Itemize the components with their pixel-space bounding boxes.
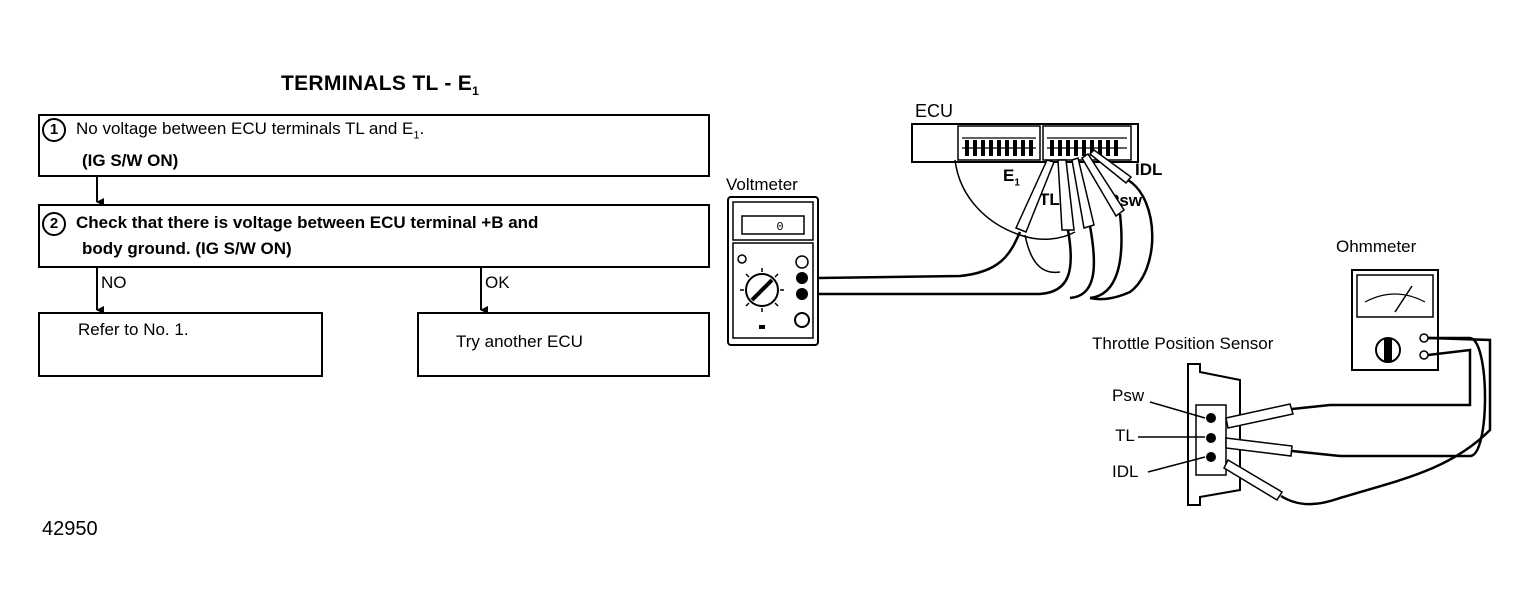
throttle-position-sensor	[1138, 363, 1241, 506]
tps-terminal-idl: IDL	[1112, 462, 1139, 481]
tps-label: Throttle Position Sensor	[1092, 334, 1274, 353]
tps-probes	[1223, 403, 1294, 502]
result-ok-text: Try another ECU	[456, 332, 583, 351]
ecu-terminal-tl: TL	[1039, 190, 1060, 209]
ecu-label: ECU	[915, 101, 954, 121]
step-2-box	[38, 204, 710, 268]
flowchart-title: TERMINALS TL - E1	[281, 72, 479, 98]
step-1-line-1-text: No voltage between ECU terminals TL and …	[76, 119, 414, 138]
ecu-terminal-e1-text: E	[1003, 166, 1015, 185]
voltmeter-label: Voltmeter	[726, 175, 798, 194]
ohmmeter-label: Ohmmeter	[1336, 237, 1417, 256]
result-no-text: Refer to No. 1.	[78, 320, 189, 339]
ecu-unit	[911, 123, 1139, 274]
branch-ok-label: OK	[485, 273, 510, 292]
svg-text:0: 0	[776, 220, 783, 234]
title-subscript: 1	[472, 84, 480, 99]
step-2-line-1: Check that there is voltage between ECU …	[76, 213, 539, 232]
step-2-line-2: body ground. (IG S/W ON)	[82, 239, 292, 258]
tps-terminal-tl: TL	[1115, 426, 1135, 445]
step-1-box	[38, 114, 710, 177]
step-1-line-1-sub: 1	[413, 129, 420, 142]
tps-terminal-psw: Psw	[1112, 386, 1145, 405]
ohmmeter	[1351, 269, 1439, 371]
step-1-number: 1	[42, 117, 66, 142]
step-1-line-1: No voltage between ECU terminals TL and …	[76, 119, 425, 142]
voltmeter: 0	[727, 196, 819, 346]
title-text: TERMINALS TL - E	[281, 72, 473, 95]
ecu-terminal-e1-sub: 1	[1014, 177, 1020, 189]
step-2-number: 2	[42, 211, 66, 236]
figure-id: 42950	[42, 518, 98, 540]
ecu-terminal-idl: IDL	[1135, 160, 1163, 179]
result-ok-box	[417, 312, 710, 377]
ohmmeter-leads	[1280, 336, 1492, 506]
step-1-line-2: (IG S/W ON)	[82, 151, 179, 171]
voltmeter-leads	[817, 178, 1154, 301]
result-no-box	[38, 312, 323, 377]
step-1-line-1-end: .	[419, 119, 425, 138]
step-2-text: 2 Check that there is voltage between ECU…	[42, 210, 702, 262]
ecu-probes	[1014, 149, 1133, 233]
ecu-terminal-e1: E1	[1003, 166, 1020, 188]
branch-no-label: NO	[101, 273, 127, 292]
